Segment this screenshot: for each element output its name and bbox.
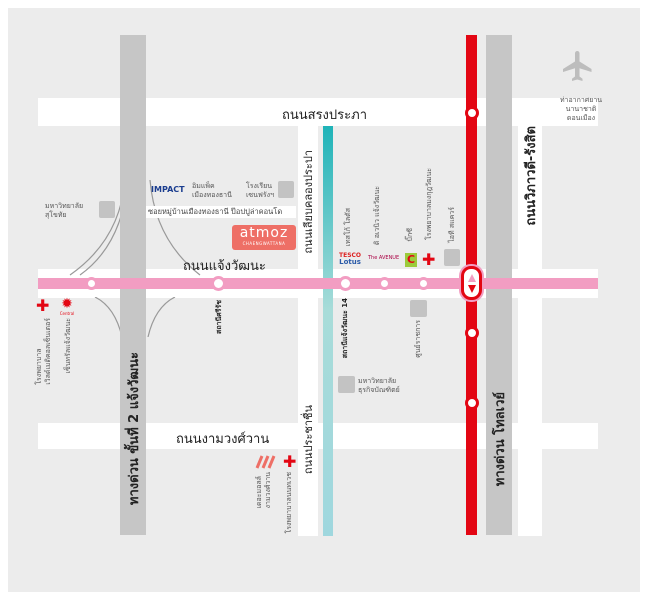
- airport-line: นานาชาติ: [565, 105, 597, 113]
- arrow-down-icon: [468, 285, 476, 293]
- red-cross-icon: ✚: [283, 452, 297, 471]
- label-tollway: ทางด่วน โทลเวย์: [493, 392, 508, 487]
- lotus-word: Lotus: [339, 258, 361, 266]
- building-marker: [278, 181, 294, 198]
- arrow-up-icon: [468, 274, 476, 282]
- red-station[interactable]: [465, 106, 479, 120]
- label-tesco: เทสโก้ โลตัส: [344, 208, 352, 247]
- label-songprapha: ถนนสรงประภา: [282, 108, 367, 123]
- label-chaengwattana: ถนนแจ้งวัฒนะ: [183, 259, 266, 274]
- label-expressway-stage2: ทางด่วน ขั้นที่ 2 แจ้งวัฒนะ: [127, 352, 142, 506]
- label-bigc: บิ๊กซี: [406, 228, 414, 242]
- impact-logo: IMPACT: [151, 185, 185, 194]
- label-dpu: มหาวิทยาลัยธุรกิจบัณฑิตย์: [358, 377, 400, 395]
- red-cross-icon: ✚: [422, 250, 436, 269]
- road-liap-khlong-prapa: [298, 126, 318, 536]
- label-prachachuen: ถนนประชาชื่น: [302, 405, 315, 475]
- atmoz-sub: CHAENGWATTANA: [242, 241, 286, 246]
- pink-station-chaengwattana-14[interactable]: [338, 276, 353, 291]
- teal-rail-line: [323, 126, 333, 536]
- the-avenue-logo: The AVENUE: [368, 255, 400, 261]
- mall-line: เดอะมอลล์: [255, 476, 263, 509]
- stou-line: มหาวิทยาลัย: [45, 202, 84, 210]
- label-mongkut: โรงพยาบาลมงกุฎวัฒนะ: [425, 168, 433, 241]
- label-itsquare: ไอที สแควร์: [448, 207, 456, 243]
- atmoz-logo: atmoz CHAENGWATTANA: [232, 225, 296, 250]
- label-avenue: ดิ อเวนิว แจ้งวัฒนะ: [373, 186, 381, 246]
- label-impact: อิมแพ็คเมืองทองธานี: [192, 182, 232, 200]
- label-stou: มหาวิทยาลัยสุโขทัย: [45, 202, 83, 220]
- label-airport: ท่าอากาศยาน นานาชาติ ดอนเมือง: [556, 96, 606, 123]
- central-logo-text: Central: [59, 311, 75, 316]
- airport-line: ดอนเมือง: [566, 114, 596, 122]
- label-central: เซ็นทรัลแจ้งวัฒนะ: [64, 318, 72, 374]
- interchange-station[interactable]: [461, 266, 482, 300]
- impact-line: เมืองทองธานี: [192, 191, 232, 199]
- airplane-icon: [563, 51, 592, 81]
- the-mall-logo: [255, 455, 276, 469]
- school-line: เซนฟรังฯ: [246, 191, 274, 199]
- wmc-line: เวิลด์เมดิคอลเซ็นเตอร์: [44, 318, 52, 385]
- label-the-mall: เดอะมอลล์งามวงศ์วาน: [255, 472, 273, 508]
- building-marker: [444, 249, 460, 266]
- bigc-logo: C: [405, 253, 417, 267]
- label-ngamwongwan: ถนนงามวงศ์วาน: [176, 432, 270, 447]
- label-school: โรงเรียนเซนฟรังฯ: [246, 182, 274, 200]
- red-station[interactable]: [465, 396, 479, 410]
- mall-line: งามวงศ์วาน: [264, 472, 272, 509]
- school-line: โรงเรียน: [246, 182, 272, 190]
- label-liap-khlong-prapa: ถนนเลียบคลองประปา: [302, 150, 315, 254]
- label-nonthavej: โรงพยาบาลนนทเวช: [285, 472, 293, 534]
- label-vibhavadi: ถนนวิภาวดี-รังสิต: [524, 126, 539, 226]
- building-marker: [338, 376, 355, 393]
- building-marker: [410, 300, 427, 317]
- pink-station[interactable]: [378, 277, 391, 290]
- airport-line: ท่าอากาศยาน: [559, 96, 603, 104]
- tesco-word: TESCO: [339, 252, 362, 259]
- building-marker: [99, 201, 115, 218]
- pink-rail-line: [38, 278, 598, 289]
- pink-station-si-rat[interactable]: [211, 276, 226, 291]
- atmoz-name: atmoz: [239, 225, 289, 241]
- label-si-rat: สถานีศรีรัช: [215, 300, 223, 334]
- pink-station[interactable]: [85, 277, 98, 290]
- impact-line: อิมแพ็ค: [192, 182, 215, 190]
- label-govcenter: ศูนย์ราชการ: [414, 320, 422, 358]
- red-station[interactable]: [465, 326, 479, 340]
- label-soi: ซอยหมู่บ้านเมืองทองธานี ป๊อปปูล่าคอนโด: [146, 206, 296, 218]
- label-wmc: โรงพยาบาลเวิลด์เมดิคอลเซ็นเตอร์: [35, 318, 53, 385]
- dpu-line: มหาวิทยาลัย: [358, 377, 397, 385]
- label-chaengwattana-14: สถานีแจ้งวัฒนะ 14: [341, 298, 349, 359]
- red-cross-icon: ✚: [36, 296, 50, 315]
- wmc-line: โรงพยาบาล: [35, 348, 43, 385]
- stou-line: สุโขทัย: [45, 211, 67, 219]
- pink-station[interactable]: [417, 277, 430, 290]
- dpu-line: ธุรกิจบัณฑิตย์: [358, 386, 400, 394]
- road-vibhavadi: [518, 126, 542, 536]
- central-logo: ✹Central: [59, 296, 75, 316]
